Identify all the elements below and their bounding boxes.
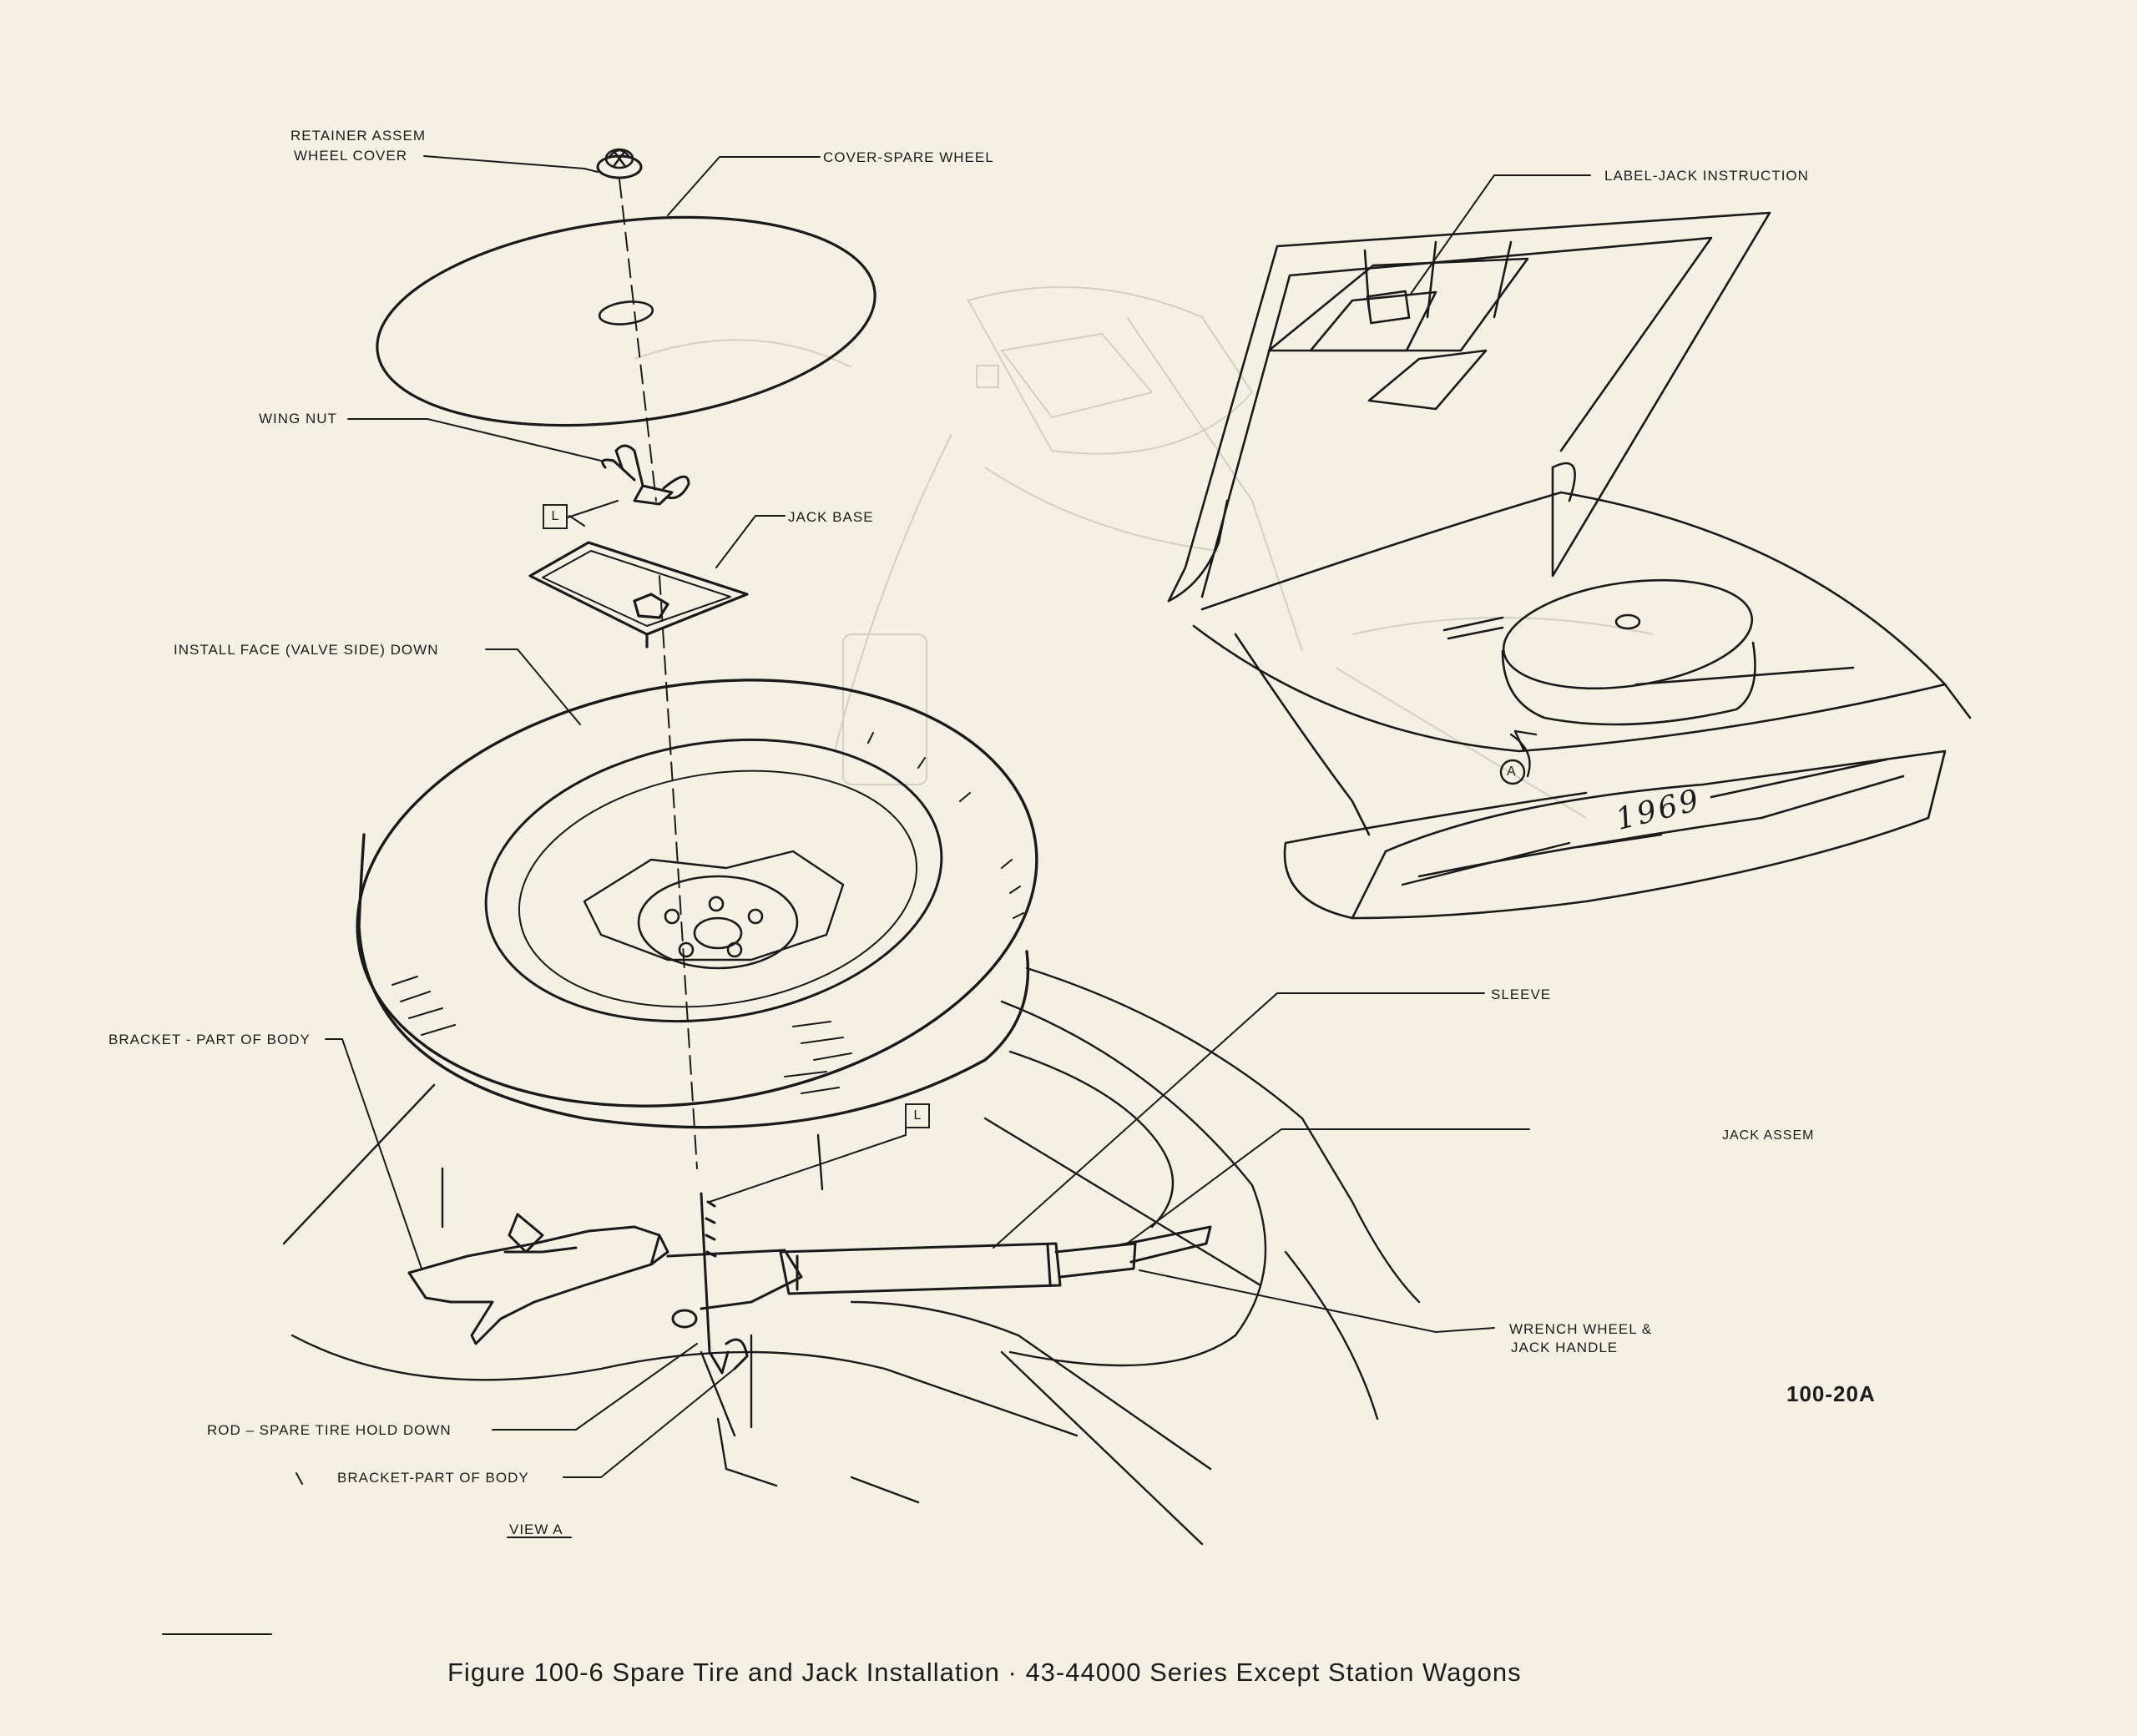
label-jack-base: JACK BASE (788, 509, 874, 525)
spare-wheel-cover (376, 215, 877, 427)
retainer-assembly (596, 148, 643, 179)
bleed-through-artwork (634, 286, 1654, 819)
label-sleeve: SLEEVE (1491, 987, 1552, 1002)
callout-l-lower: L (905, 1103, 930, 1128)
assembly-axis-line (619, 179, 698, 1169)
stray-mark (162, 1472, 303, 1635)
label-wrench-line1: WRENCH WHEEL & (1509, 1321, 1653, 1337)
label-rod-spare-tire: ROD – SPARE TIRE HOLD DOWN (207, 1422, 452, 1438)
callout-a: A (1507, 765, 1517, 779)
label-wrench-line2: JACK HANDLE (1511, 1340, 1619, 1355)
line-art (162, 148, 1972, 1635)
floor-panel (282, 966, 1421, 1546)
label-cover-spare-wheel: COVER-SPARE WHEEL (823, 149, 994, 165)
wing-nut (601, 444, 690, 506)
label-bracket-left: BRACKET - PART OF BODY (109, 1032, 311, 1047)
hold-down-rod (671, 1192, 749, 1375)
callout-l-upper: L (543, 504, 568, 529)
arrow-a-icon (1509, 733, 1531, 778)
figure-code: 100-20A (1786, 1381, 1876, 1406)
label-jack-instruction: LABEL-JACK INSTRUCTION (1604, 168, 1809, 184)
spare-tire (356, 679, 1038, 1129)
leader-lines (325, 155, 1591, 1478)
trunk-car-body (1167, 211, 1972, 920)
label-retainer-line2: WHEEL COVER (294, 148, 408, 164)
label-retainer-line1: RETAINER ASSEM (290, 128, 426, 144)
jack-assembly (407, 1213, 1212, 1345)
label-view-a: VIEW A (509, 1522, 563, 1537)
label-wing-nut: WING NUT (259, 411, 337, 426)
label-install-face: INSTALL FACE (VALVE SIDE) DOWN (174, 642, 439, 658)
jack-base (528, 541, 749, 648)
figure-caption: Figure 100-6 Spare Tire and Jack Install… (447, 1658, 1522, 1687)
label-jack-assem: JACK ASSEM (1722, 1128, 1815, 1143)
bumper-trim (1401, 841, 1571, 886)
label-bracket-bottom: BRACKET-PART OF BODY (337, 1470, 529, 1486)
